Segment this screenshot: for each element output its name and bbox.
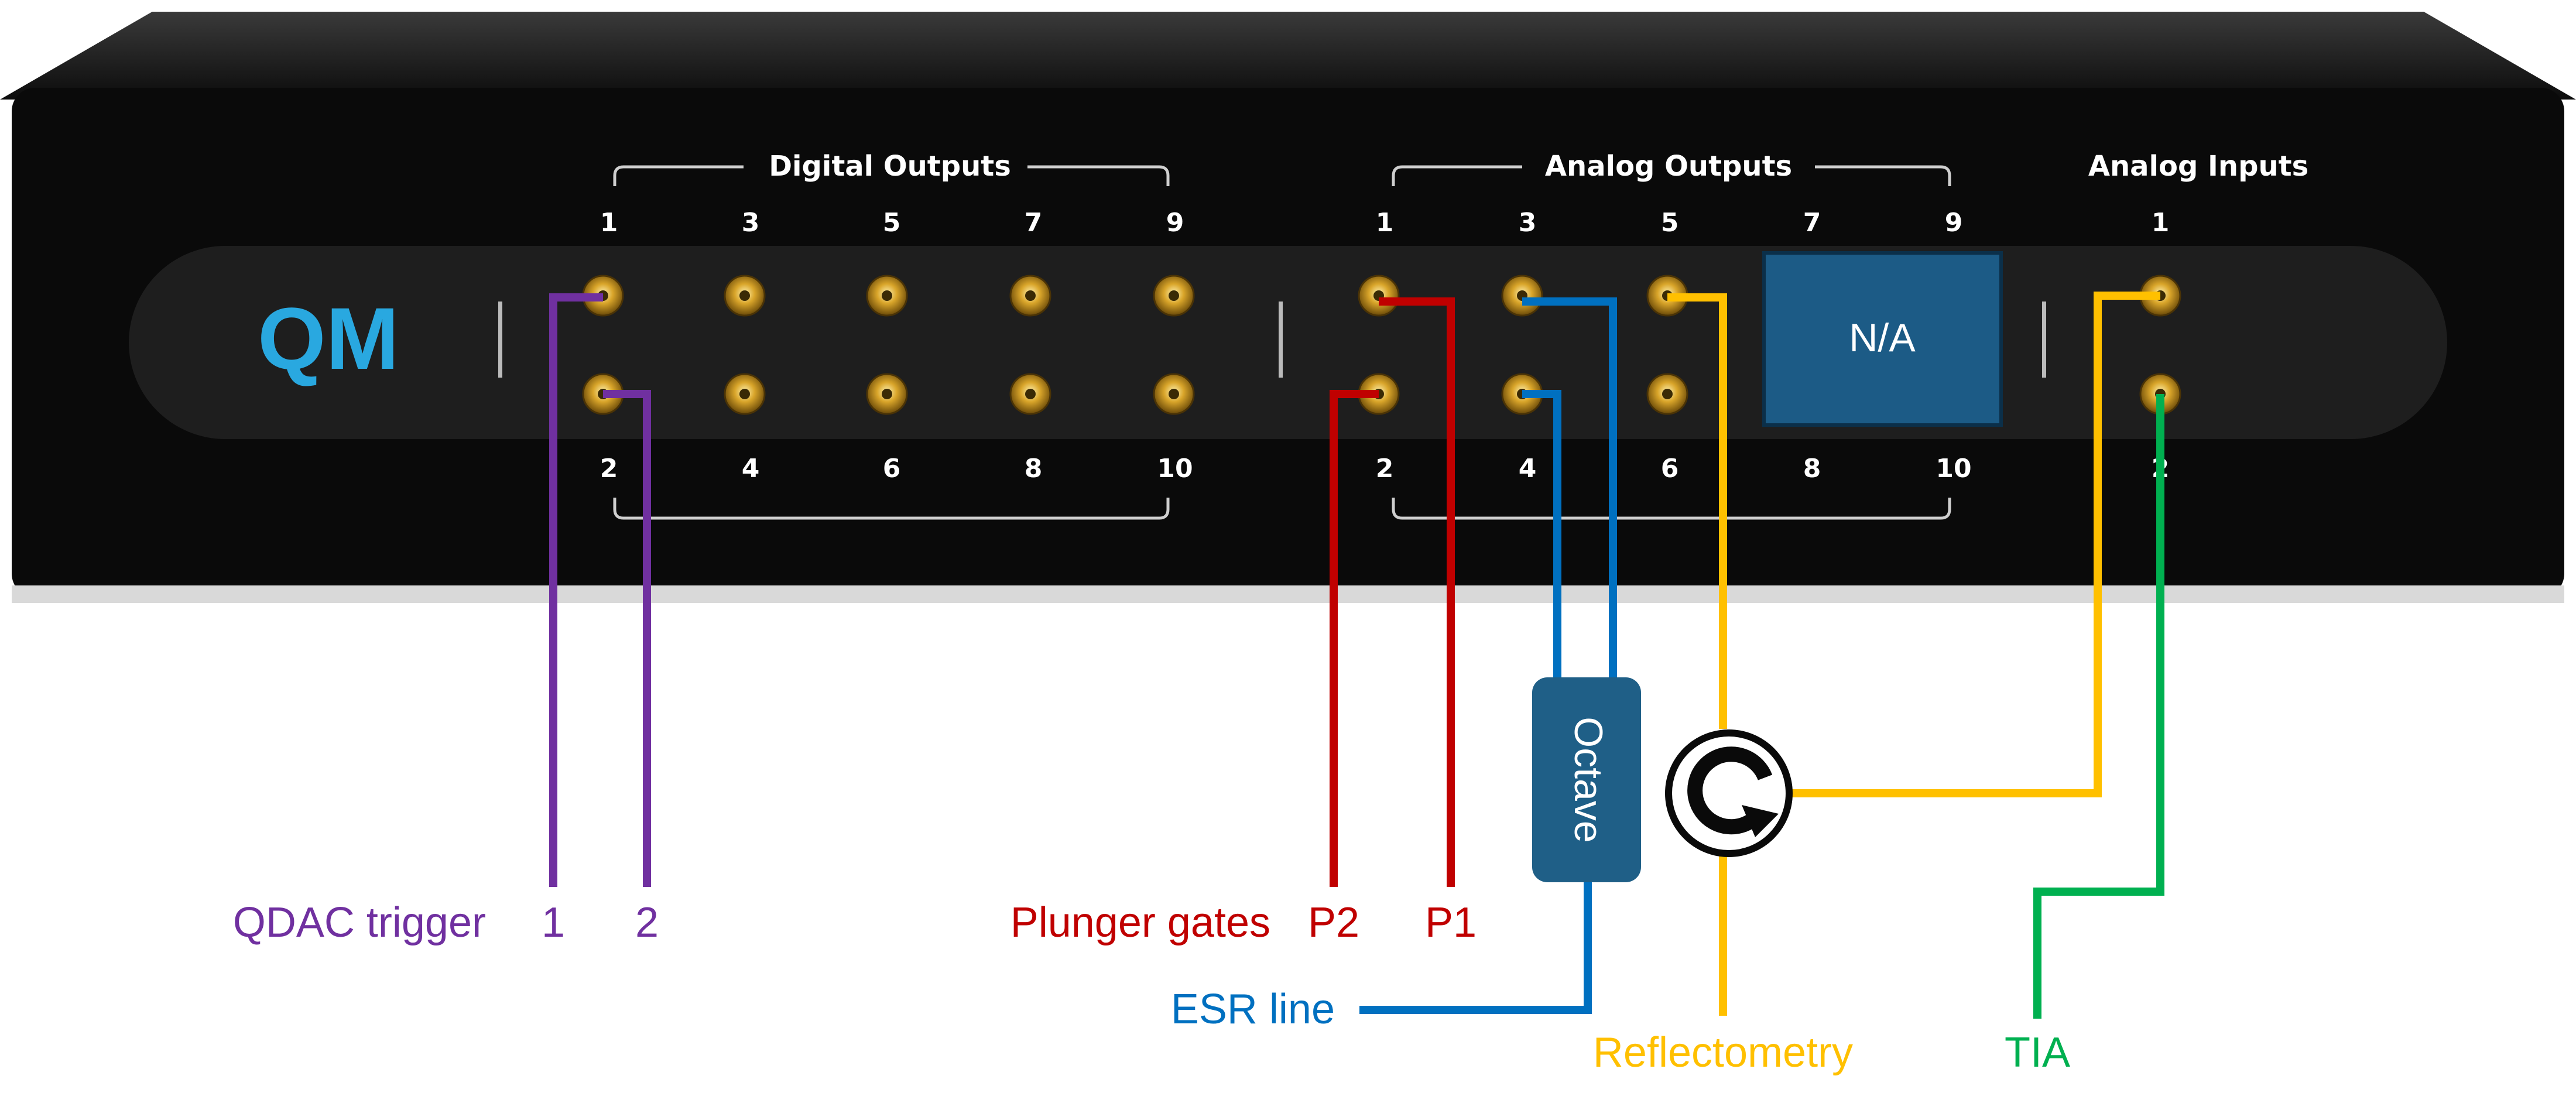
port-number: 7 xyxy=(1025,208,1043,238)
analog-inputs-title: Analog Inputs xyxy=(2088,150,2308,183)
port-number: 2 xyxy=(1376,454,1394,484)
wire-esr-a4 xyxy=(1522,390,1561,679)
port-number: 4 xyxy=(742,454,760,484)
digital-outputs-title: Digital Outputs xyxy=(769,150,1011,183)
port-number: 1 xyxy=(600,208,618,238)
wire-tia xyxy=(2033,394,2164,1019)
port-number: 9 xyxy=(1945,208,1963,238)
port-number: 1 xyxy=(2152,208,2170,238)
wire-plunger-p1 xyxy=(1379,297,1455,887)
wire-qdac-2 xyxy=(603,390,651,887)
port-number: 8 xyxy=(1025,454,1043,484)
port-number: 3 xyxy=(742,208,760,238)
wire-esr-line xyxy=(1359,881,1592,1014)
tia-label: TIA xyxy=(2005,1029,2070,1076)
separator xyxy=(498,302,502,378)
p2-label: P2 xyxy=(1308,899,1359,946)
esr-line-label: ESR line xyxy=(1171,986,1335,1033)
qm-logo: QM xyxy=(258,289,399,388)
qdac-2-label: 2 xyxy=(635,899,659,946)
wire-qdac-1 xyxy=(549,293,603,887)
port-number: 1 xyxy=(1376,208,1394,238)
analog-outputs-title: Analog Outputs xyxy=(1545,150,1792,183)
sma-connector xyxy=(1153,373,1195,415)
sma-connector xyxy=(724,275,766,317)
port-number: 5 xyxy=(1661,208,1679,238)
port-number: 2 xyxy=(600,454,618,484)
port-number: 3 xyxy=(1519,208,1537,238)
analog-bottom-numbers: 2 4 6 8 10 xyxy=(1376,454,1972,484)
plunger-gates-label: Plunger gates xyxy=(1010,899,1270,946)
port-number: 5 xyxy=(883,208,901,238)
digital-top-numbers: 1 3 5 7 9 xyxy=(600,208,1184,238)
sma-connector xyxy=(1358,275,1400,317)
qdac-trigger-label: QDAC trigger xyxy=(233,899,486,946)
sma-connector xyxy=(1501,275,1543,317)
wire-esr-a3 xyxy=(1522,297,1617,679)
port-number: 10 xyxy=(1936,454,1971,484)
separator xyxy=(2042,302,2046,378)
wire-reflect-out xyxy=(1667,293,1727,729)
wire-plunger-p2 xyxy=(1330,390,1379,887)
port-number: 10 xyxy=(1157,454,1193,484)
sma-connector xyxy=(724,373,766,415)
sma-connector xyxy=(1009,373,1051,415)
digital-bottom-numbers: 2 4 6 8 10 xyxy=(600,454,1193,484)
port-number: 4 xyxy=(1519,454,1537,484)
separator xyxy=(1279,302,1283,378)
p1-label: P1 xyxy=(1425,899,1477,946)
circulator-icon xyxy=(1665,729,1793,857)
wire-reflect-in xyxy=(1791,292,2160,797)
bracket-lines xyxy=(613,165,1951,520)
analog-top-numbers: 1 3 5 7 9 xyxy=(1376,208,1963,238)
port-number: 9 xyxy=(1166,208,1184,238)
qdac-1-label: 1 xyxy=(542,899,565,946)
port-number: 8 xyxy=(1803,454,1821,484)
sma-connector xyxy=(866,373,908,415)
sma-connector xyxy=(1009,275,1051,317)
octave-box: Octave xyxy=(1532,677,1641,882)
port-number: 6 xyxy=(883,454,901,484)
reflectometry-label: Reflectometry xyxy=(1593,1029,1853,1076)
port-number: 7 xyxy=(1803,208,1821,238)
sma-connector xyxy=(866,275,908,317)
na-slot: N/A xyxy=(1762,251,2003,427)
na-label: N/A xyxy=(1849,316,1916,360)
sma-connector xyxy=(1646,373,1688,415)
sma-connector xyxy=(1153,275,1195,317)
port-number: 6 xyxy=(1661,454,1679,484)
octave-label: Octave xyxy=(1566,717,1611,842)
